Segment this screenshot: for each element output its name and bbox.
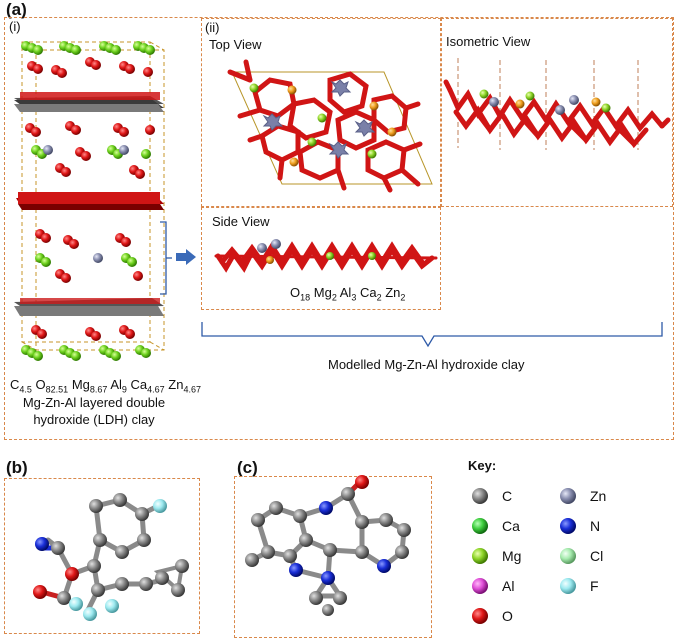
formula-element: Ca	[130, 377, 148, 392]
isometric-view-frame	[441, 18, 673, 207]
formula-element: Mg	[313, 285, 332, 300]
ldh-top-green-row	[21, 41, 155, 55]
formula-subscript: 82.51	[45, 384, 69, 395]
key-swatch-zn	[560, 488, 576, 504]
isometric-view-title: Isometric View	[446, 34, 531, 49]
formula-element: Zn	[168, 377, 184, 392]
formula-element: C	[10, 377, 20, 392]
formula-element: Al	[110, 377, 122, 392]
ldh-caption-line2: hydroxide (LDH) clay	[33, 412, 155, 427]
key-swatch-n	[560, 518, 576, 534]
key-swatch-f	[560, 578, 576, 594]
panel-a-frame	[4, 17, 674, 440]
formula-subscript: 9	[121, 384, 127, 395]
formula-element: Al	[339, 285, 352, 300]
formula-element: O	[35, 377, 46, 392]
ldh-oxygen-rows	[27, 57, 153, 78]
key-label-zn: Zn	[590, 488, 606, 504]
formula-subscript: 18	[300, 292, 311, 303]
key-label-o: O	[502, 608, 513, 624]
key-swatch-o	[472, 608, 488, 624]
model-formula: O18 Mg2 Al3 Ca2 Zn2	[290, 285, 405, 303]
formula-element: Ca	[359, 285, 377, 300]
key-label-cl: Cl	[590, 548, 603, 564]
ldh-layer-2	[16, 192, 164, 210]
formula-subscript: 4.5	[19, 384, 32, 395]
ldh-caption: Mg-Zn-Al layered double hydroxide (LDH) …	[6, 394, 182, 428]
formula-subscript: 4.67	[183, 384, 201, 395]
key-swatch-cl	[560, 548, 576, 564]
panel-b-label: (b)	[6, 458, 28, 477]
key-label-al: Al	[502, 578, 514, 594]
key-label-c: C	[502, 488, 512, 504]
formula-subscript: 2	[376, 292, 382, 303]
formula-subscript: 2	[400, 292, 406, 303]
formula-subscript: 8.67	[89, 384, 108, 395]
side-view-title: Side View	[212, 214, 270, 229]
key-label-f: F	[590, 578, 599, 594]
key-label-mg: Mg	[502, 548, 521, 564]
ldh-formula: C4.5 O82.51 Mg8.67 Al9 Ca4.67 Zn4.67	[10, 377, 201, 395]
panel-b-frame	[4, 478, 200, 634]
formula-subscript: 4.67	[147, 384, 165, 395]
ldh-interlayer-3	[21, 325, 151, 361]
formula-element: O	[290, 285, 301, 300]
model-brace	[201, 322, 663, 348]
key-swatch-al	[472, 578, 488, 594]
panel-c-label: (c)	[237, 458, 258, 477]
key-swatch-mg	[472, 548, 488, 564]
panel-a-ii-label: (ii)	[205, 20, 220, 35]
panel-a-label: (a)	[6, 0, 27, 19]
isometric-view-structure	[443, 58, 671, 150]
ldh-caption-line1: Mg-Zn-Al layered double	[22, 395, 166, 410]
key-label-ca: Ca	[502, 518, 520, 534]
top-view-title: Top View	[209, 37, 262, 52]
formula-subscript: 2	[331, 292, 337, 303]
selection-bracket	[160, 221, 172, 295]
formula-subscript: 3	[351, 292, 357, 303]
top-view-structure	[227, 59, 433, 193]
ldh-interlayer-2	[35, 229, 143, 283]
panel-a-i-label: (i)	[9, 19, 21, 34]
ldh-layer-1	[14, 92, 164, 112]
key-swatch-ca	[472, 518, 488, 534]
model-caption: Modelled Mg-Zn-Al hydroxide clay	[328, 357, 525, 372]
key-swatch-c	[472, 488, 488, 504]
formula-element: Mg	[71, 377, 90, 392]
top-view-frame	[201, 18, 441, 207]
arrow-right-icon	[176, 249, 196, 265]
side-view-frame	[201, 207, 441, 310]
key-label-n: N	[590, 518, 600, 534]
side-view-structure	[214, 239, 438, 273]
ldh-layer-3	[14, 298, 164, 316]
formula-element: Zn	[385, 285, 401, 300]
ldh-interlayer-1	[25, 121, 155, 179]
panel-c-frame	[234, 476, 432, 638]
key-title: Key:	[468, 458, 497, 473]
